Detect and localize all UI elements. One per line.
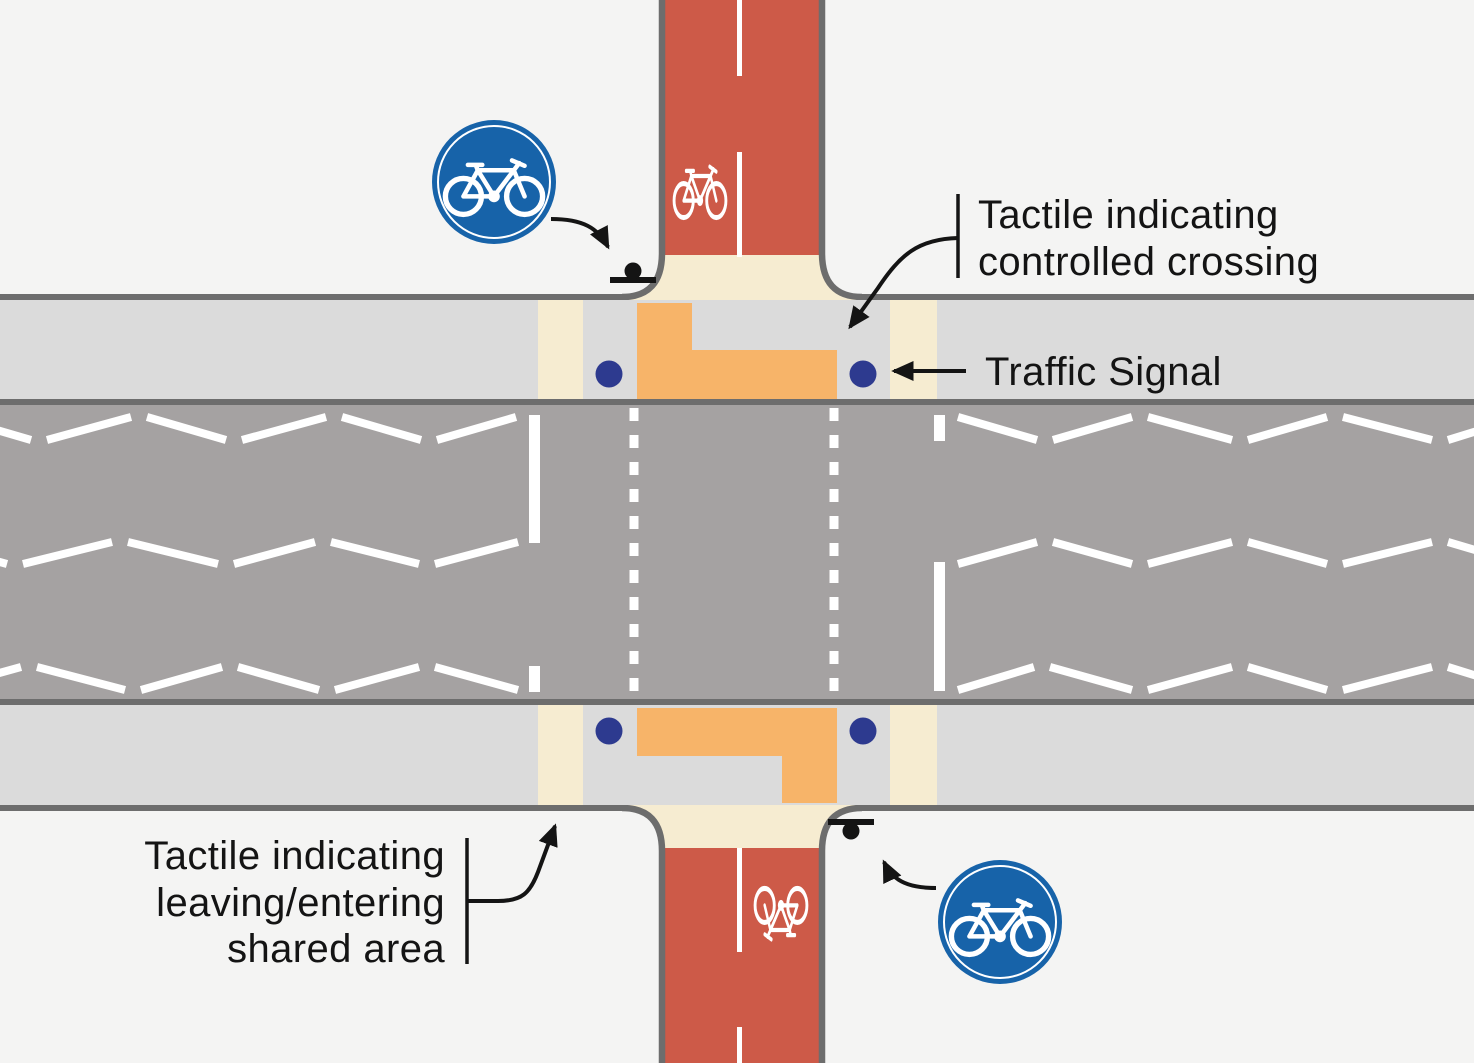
tactile-shared-strip-nw [538, 300, 583, 399]
label-line: shared area [227, 927, 445, 971]
zigzag-markings [0, 413, 1474, 694]
cycle-sign-icon [432, 120, 556, 244]
zigzag-right-top [956, 413, 1474, 444]
sign-leader-arrow [882, 859, 937, 890]
zigzag-left-top [0, 413, 518, 444]
carriageway [0, 399, 1474, 705]
centerline-dash [737, 0, 742, 76]
zigzag-right-bottom [956, 663, 1474, 694]
zigzag-terminal-east [934, 415, 945, 441]
zigzag-left-bottom [0, 663, 520, 694]
stop-line-west [529, 415, 540, 543]
tactile-shared-strip-sw [538, 705, 583, 805]
traffic-signals [595, 360, 877, 745]
label-line: Tactile indicating [978, 193, 1279, 237]
kerb-edge [621, 804, 666, 1063]
traffic-signal-sw [595, 717, 623, 745]
label-line: leaving/entering [156, 881, 445, 925]
label-line: Traffic Signal [985, 350, 1222, 394]
centerline-dash [737, 1027, 742, 1063]
zigzag-terminal-west [529, 666, 540, 692]
cycle-sign-south [828, 819, 1062, 984]
sign-post-dot [842, 822, 860, 840]
zigzag-right-middle [956, 538, 1474, 568]
sign-post-dot [624, 262, 642, 280]
traffic-signal-se [849, 717, 877, 745]
cycle-sign-icon [938, 860, 1062, 984]
label-leader-arrow [467, 823, 558, 903]
label-line: Tactile indicating [144, 834, 445, 878]
tactile-controlled-crossing-south [637, 708, 837, 803]
carriageway-surface [0, 405, 1474, 699]
stop-line-east [934, 562, 945, 691]
tactile-paving [538, 300, 937, 805]
crossing-edge-dots [629, 408, 839, 699]
sign-leader-arrow [550, 217, 610, 250]
centerline-dash [737, 152, 742, 257]
tactile-shared-strip-se [890, 705, 937, 805]
kerb-edge [818, 0, 863, 301]
traffic-signal-nw [595, 360, 623, 388]
label-leader-arrow [848, 236, 959, 330]
cycle-track-north [621, 0, 863, 302]
label-controlled-crossing: Tactile indicating controlled crossing [848, 193, 1319, 330]
kerb-edge [621, 0, 666, 301]
label-shared-area: Tactile indicating leaving/entering shar… [144, 823, 558, 971]
label-traffic-signal: Traffic Signal [891, 350, 1222, 394]
label-line: controlled crossing [978, 240, 1319, 284]
tactile-shared-strip-ne [890, 300, 937, 399]
cycle-track-south [621, 803, 863, 1063]
zigzag-left-middle [0, 538, 520, 568]
centerline-dash [737, 848, 742, 952]
cycle-sign-north [432, 120, 656, 283]
traffic-signal-ne [849, 360, 877, 388]
tactile-controlled-crossing-north [637, 303, 837, 399]
stop-lines [529, 415, 945, 692]
